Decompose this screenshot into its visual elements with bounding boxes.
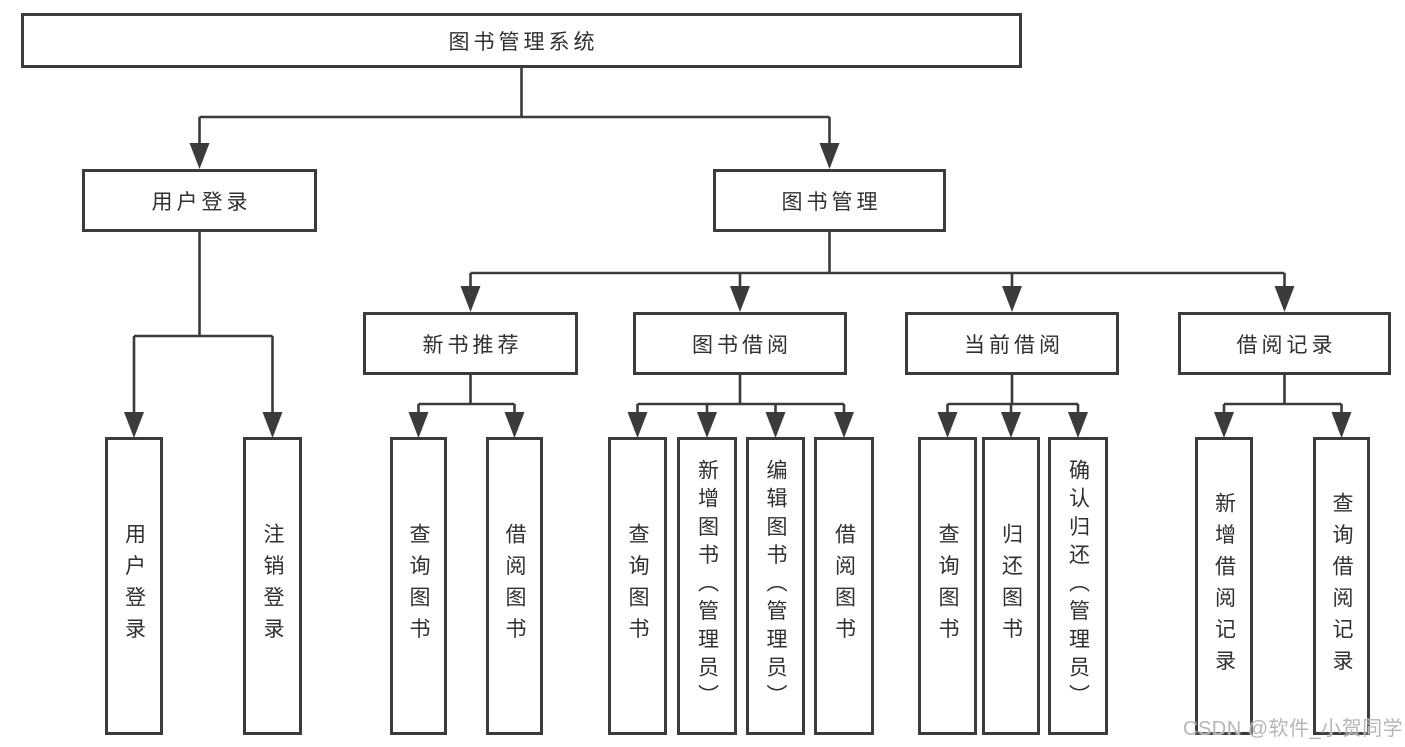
csdn-watermark: CSDN @软件_小贺同学 bbox=[1183, 718, 1404, 740]
leaf-recommend-borrow-books-label: 借阅图书 bbox=[503, 523, 526, 649]
node-new-book-recommend: 新书推荐 bbox=[363, 312, 578, 375]
leaf-borrow-books: 借阅图书 bbox=[814, 437, 874, 735]
arrowheads bbox=[124, 143, 1352, 438]
leaf-logout-label: 注销登录 bbox=[261, 523, 284, 649]
leaf-current-query-books: 查询图书 bbox=[918, 437, 977, 735]
leaf-recommend-query-books: 查询图书 bbox=[390, 437, 447, 735]
node-current-borrow-label: 当前借阅 bbox=[964, 333, 1064, 357]
node-new-book-recommend-label: 新书推荐 bbox=[422, 333, 523, 357]
node-current-borrow: 当前借阅 bbox=[905, 312, 1119, 375]
node-book-management-label: 图书管理 bbox=[781, 190, 882, 214]
node-library-system-label: 图书管理系统 bbox=[448, 30, 599, 54]
node-borrow-records: 借阅记录 bbox=[1178, 312, 1391, 375]
leaf-current-query-books-label: 查询图书 bbox=[936, 523, 959, 649]
leaf-add-borrow-record-label: 新增借阅记录 bbox=[1212, 491, 1236, 681]
leaf-borrow-query-books: 查询图书 bbox=[608, 437, 667, 735]
node-user-login-label: 用户登录 bbox=[151, 190, 252, 214]
leaf-edit-books-admin-label: 编辑图书（管理员） bbox=[764, 459, 787, 713]
leaf-add-books-admin: 新增图书（管理员） bbox=[677, 437, 737, 735]
leaf-user-login: 用户登录 bbox=[105, 437, 163, 735]
leaf-edit-books-admin: 编辑图书（管理员） bbox=[746, 437, 805, 735]
leaf-return-books-label: 归还图书 bbox=[999, 523, 1023, 649]
node-borrow-records-label: 借阅记录 bbox=[1236, 333, 1337, 357]
leaf-user-login-label: 用户登录 bbox=[122, 523, 146, 649]
leaf-add-borrow-record: 新增借阅记录 bbox=[1195, 437, 1253, 735]
node-book-borrow: 图书借阅 bbox=[633, 312, 847, 375]
leaf-borrow-books-label: 借阅图书 bbox=[832, 523, 856, 649]
node-user-login: 用户登录 bbox=[82, 169, 317, 232]
leaf-borrow-query-books-label: 查询图书 bbox=[626, 523, 649, 649]
node-book-borrow-label: 图书借阅 bbox=[692, 333, 792, 357]
leaf-query-borrow-record-label: 查询借阅记录 bbox=[1330, 491, 1353, 681]
leaf-return-books: 归还图书 bbox=[982, 437, 1040, 735]
leaf-logout: 注销登录 bbox=[243, 437, 302, 735]
leaf-recommend-borrow-books: 借阅图书 bbox=[486, 437, 543, 735]
leaf-recommend-query-books-label: 查询图书 bbox=[407, 523, 430, 649]
leaf-confirm-return-admin-label: 确认归还（管理员） bbox=[1066, 459, 1090, 713]
leaf-query-borrow-record: 查询借阅记录 bbox=[1313, 437, 1370, 735]
leaf-confirm-return-admin: 确认归还（管理员） bbox=[1048, 437, 1108, 735]
node-book-management: 图书管理 bbox=[713, 169, 946, 232]
node-library-system: 图书管理系统 bbox=[21, 13, 1022, 68]
leaf-add-books-admin-label: 新增图书（管理员） bbox=[695, 459, 719, 713]
